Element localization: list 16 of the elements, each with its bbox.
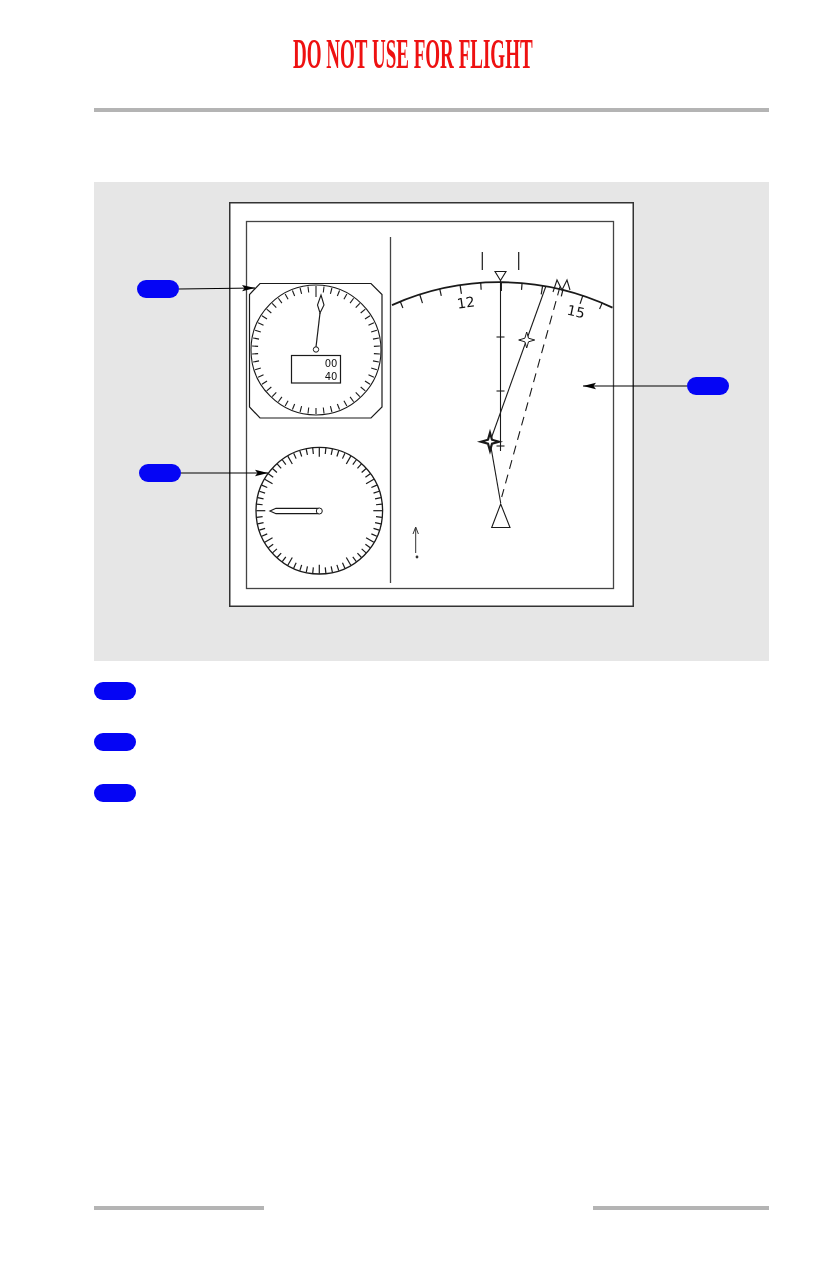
altimeter-gauge — [249, 283, 383, 419]
callout-badge — [94, 682, 136, 700]
warning-title: DO NOT USE FOR FLIGHT — [292, 31, 533, 77]
leader-line — [178, 284, 256, 292]
heading-scale-number: 15 — [565, 302, 587, 322]
callout-badge — [137, 280, 179, 298]
altitude-drum-digits: 40 — [324, 370, 338, 382]
altitude-drum-digits: 00 — [324, 357, 338, 368]
leader-line — [582, 382, 688, 390]
round-dial-gauge — [255, 447, 383, 575]
callout-badge — [139, 464, 181, 482]
callout-badge — [687, 377, 729, 395]
leader-line — [180, 469, 269, 477]
heading-scale-number: 12 — [456, 294, 476, 312]
callout-badge — [94, 733, 136, 751]
callout-badge — [94, 784, 136, 802]
